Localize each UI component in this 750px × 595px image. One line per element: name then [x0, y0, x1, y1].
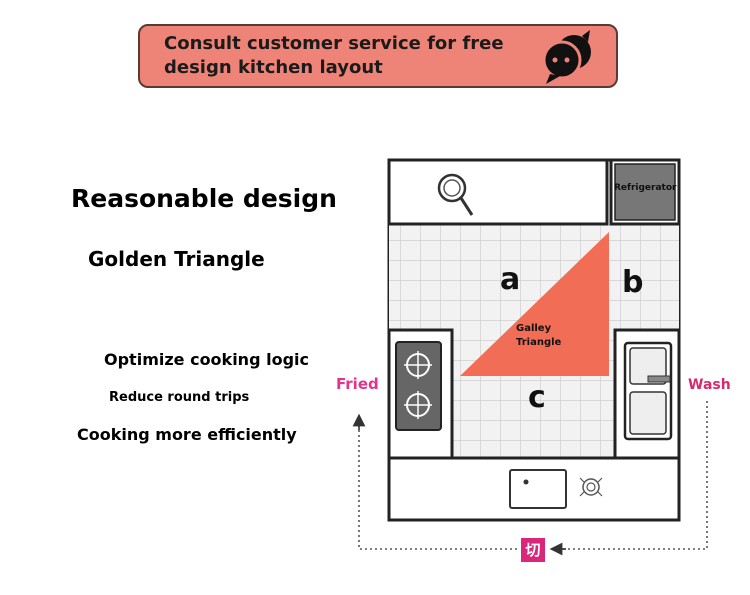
zone-a-label: a: [500, 262, 521, 297]
galley-label-line-1: Galley: [516, 323, 552, 334]
section-heading: Reasonable design: [71, 184, 337, 213]
galley-triangle-label: Galley Triangle: [516, 322, 561, 350]
galley-label-line-2: Triangle: [516, 337, 562, 348]
galley-triangle: [460, 232, 609, 376]
cut-label: 切: [521, 538, 545, 562]
benefit-3: Cooking more efficiently: [77, 425, 297, 444]
plant-icon: [579, 477, 603, 497]
banner-line-2: design kitchen layout: [164, 57, 383, 78]
cutting-board: [509, 469, 567, 509]
zone-b-label: b: [622, 265, 644, 300]
flow-line-fried: [358, 424, 517, 550]
faucet-icon: [647, 375, 671, 383]
banner-line-1: Consult customer service for free: [164, 33, 504, 54]
zone-c-label: c: [528, 380, 546, 415]
wash-label: Wash: [688, 377, 731, 393]
top-counter: [387, 158, 609, 226]
flow-line-wash: [553, 400, 708, 550]
consult-banner[interactable]: Consult customer service for free design…: [138, 24, 618, 88]
sink-basin: [629, 347, 667, 385]
benefit-2: Reduce round trips: [109, 390, 250, 405]
refrigerator: [614, 163, 676, 221]
banner-text: Consult customer service for free design…: [164, 32, 544, 80]
burner-icon: [404, 351, 432, 379]
sink-basin: [629, 391, 667, 435]
refrigerator-label: Refrigerator: [614, 183, 677, 193]
pan-icon: [437, 173, 474, 216]
chat-bubbles-icon: [542, 30, 591, 84]
benefit-1: Optimize cooking logic: [104, 350, 309, 369]
burner-icon: [404, 391, 432, 419]
fried-label: Fried: [336, 375, 379, 393]
section-subheading: Golden Triangle: [88, 247, 265, 271]
